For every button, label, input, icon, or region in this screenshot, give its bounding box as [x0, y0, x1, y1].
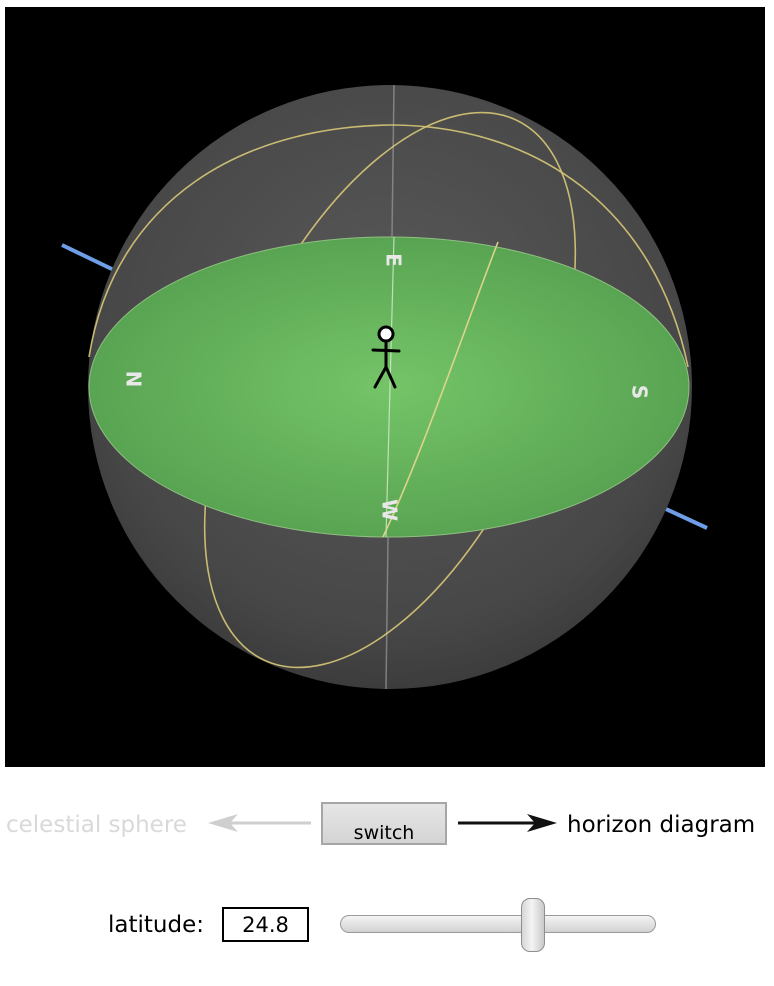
right-arrow-icon: [458, 814, 557, 832]
celestial-sphere-view[interactable]: N E S W: [5, 7, 765, 767]
latitude-slider-thumb[interactable]: [521, 898, 546, 952]
latitude-slider-track[interactable]: [340, 915, 656, 933]
latitude-label: latitude:: [108, 912, 204, 938]
celestial-sphere-label[interactable]: celestial sphere: [6, 812, 187, 838]
sphere-diagram: N E S W: [61, 84, 708, 690]
day-arc: [88, 124, 689, 368]
meridian-line: [385, 236, 395, 538]
latitude-input[interactable]: [222, 907, 309, 942]
polar-axis-north: [61, 243, 119, 274]
horizon-plane: [88, 236, 690, 538]
horizon-diagram-label[interactable]: horizon diagram: [567, 812, 756, 838]
latitude-slider[interactable]: [340, 898, 658, 952]
left-arrow-icon: [208, 814, 311, 832]
compass-east: E: [382, 253, 406, 267]
celestial-equator-front: [382, 241, 499, 538]
compass-north: N: [122, 371, 146, 388]
switch-button[interactable]: switch: [321, 802, 447, 845]
compass-south: S: [628, 385, 652, 399]
compass-west: W: [378, 499, 402, 521]
observer-figure: [371, 325, 401, 389]
